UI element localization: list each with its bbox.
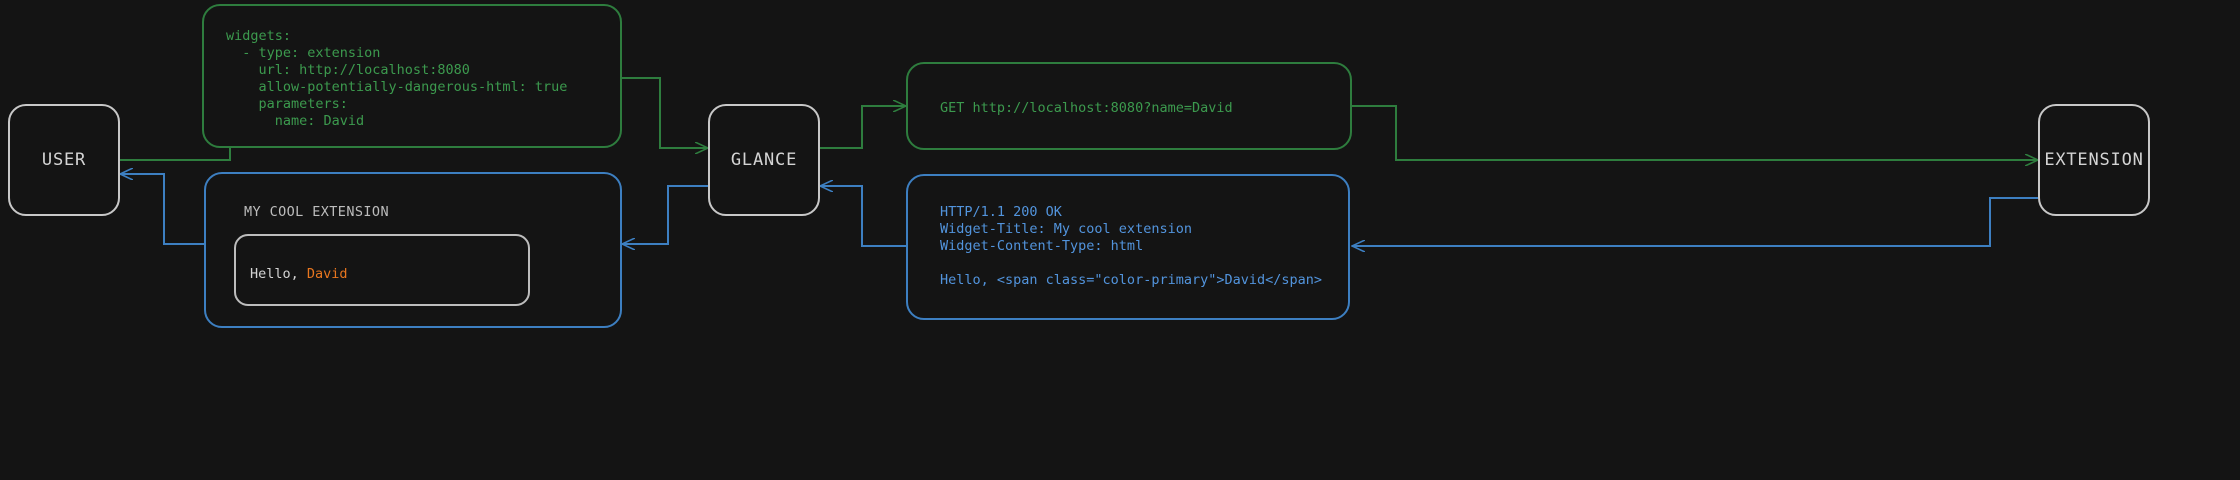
http-request-text: GET http://localhost:8080?name=David [940,100,1233,116]
wire-glance-to-request [820,106,906,149]
wire-response-to-glance [820,186,906,247]
panel-rendered-widget: MY COOL EXTENSION Hello, David [204,172,622,328]
node-user-label: USER [41,150,87,170]
wire-request-to-extension [1352,105,2038,160]
widget-body: Hello, David [234,234,530,306]
node-extension-label: EXTENSION [2044,150,2144,170]
wire-extension-to-response [1352,197,2038,246]
panel-http-response: HTTP/1.1 200 OK Widget-Title: My cool ex… [906,174,1350,320]
node-glance-label: GLANCE [730,150,798,170]
widget-greeting: Hello, David [250,266,348,282]
node-extension[interactable]: EXTENSION [2038,104,2150,216]
http-response-text: HTTP/1.1 200 OK Widget-Title: My cool ex… [940,204,1323,288]
panel-http-request: GET http://localhost:8080?name=David [906,62,1352,150]
widget-greeting-name: David [306,266,348,282]
widget-greeting-prefix: Hello, [250,266,307,282]
widget-title: MY COOL EXTENSION [244,204,389,220]
wire-glance-to-render [622,185,708,244]
wire-config-to-glance [622,77,708,148]
node-glance[interactable]: GLANCE [708,104,820,216]
panel-yaml-config: widgets: - type: extension url: http://l… [202,4,622,148]
yaml-config-text: widgets: - type: extension url: http://l… [226,28,568,129]
wire-render-to-user [120,174,204,245]
node-user[interactable]: USER [8,104,120,216]
